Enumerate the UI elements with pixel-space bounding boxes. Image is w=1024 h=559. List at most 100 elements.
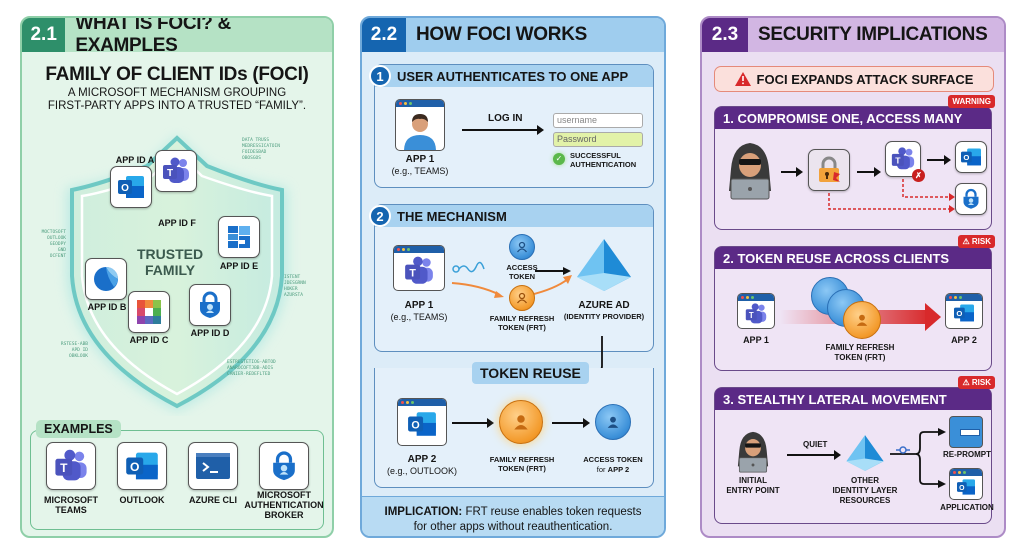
trusted-family-label: TRUSTED FAMILY	[137, 246, 203, 278]
section-number: 2.3	[702, 18, 748, 52]
label-line: MICROSOFT	[257, 490, 311, 500]
outlook-icon: O	[126, 452, 158, 480]
password-field[interactable]: Password	[553, 132, 643, 147]
azure-blue-circle-icon	[94, 267, 118, 291]
risk-badge: ⚠ RISK	[958, 235, 995, 248]
section-title: WHAT IS FOCI? & EXAMPLES	[75, 16, 231, 56]
app-id-b-tile	[85, 258, 127, 300]
deco-text: DATA TRUSS	[242, 138, 270, 143]
teams-icon: T	[55, 449, 87, 481]
frt-label: FAMILY REFRESH TOKEN (FRT)	[480, 455, 564, 473]
section-number: 2.1	[22, 18, 66, 52]
example-outlook-label: OUTLOOK	[119, 495, 165, 505]
label-line: for APP 2	[572, 465, 654, 475]
compromise-marker-icon: ✗	[912, 169, 925, 182]
app-id-d-tile	[189, 284, 231, 326]
app-id-e-label: APP ID E	[219, 261, 259, 271]
username-field[interactable]: username	[553, 113, 643, 128]
label-app: APP 2	[607, 465, 630, 474]
step-number-badge: 2	[369, 205, 391, 227]
svg-text:T: T	[167, 168, 173, 179]
label-line: INITIAL	[739, 476, 767, 485]
label-line: AUTHENTICATION	[244, 500, 324, 510]
hacker-icon	[737, 431, 769, 473]
examples-box	[30, 430, 324, 530]
warning-badge: WARNING	[948, 95, 995, 108]
user-icon	[514, 415, 528, 430]
label-line: ACCESS	[506, 263, 538, 272]
app1-window: T	[737, 293, 775, 329]
app1-teams-window: T	[393, 245, 445, 291]
arrow-icon	[857, 167, 881, 177]
step2-title: THE MECHANISM	[397, 208, 507, 224]
risk-section-compromise-one: 1. COMPROMISE ONE, ACCESS MANY WARNING T…	[714, 95, 995, 230]
deco-text: GEODPY	[49, 242, 66, 247]
foci-description: A MICROSOFT MECHANISM GROUPING FIRST-PAR…	[22, 87, 332, 113]
badge-text: RISK	[971, 237, 991, 246]
example-azure-cli-label: AZURE CLI	[189, 495, 237, 505]
deco-text: OBKLOOK	[69, 354, 88, 359]
implication-label: IMPLICATION:	[384, 506, 463, 518]
examples-title: EXAMPLES	[36, 420, 121, 438]
decorative-labels: MOCTOSOFT OUTLOOK GEODPY GND OCFENT	[34, 230, 66, 260]
decorative-labels: DATA TRUSS MEDRESSICATOIN FOIDESBAD OBOS…	[242, 138, 280, 162]
example-teams-tile: T	[46, 442, 96, 490]
svg-text:O: O	[411, 419, 419, 431]
implication-line: IMPLICATION: FRT reuse enables token req…	[362, 505, 664, 520]
teams-icon: T	[891, 147, 915, 170]
outlook-icon: O	[954, 304, 974, 322]
app-id-b-label: APP ID B	[87, 302, 127, 312]
access-token-coin-app2	[595, 404, 631, 440]
frt-coin-large	[499, 400, 543, 444]
success-line: SUCCESSFUL	[570, 151, 621, 160]
app1-sub: (e.g., TEAMS)	[391, 166, 449, 176]
prompt-field-icon	[960, 429, 980, 436]
description-line: A MICROSOFT MECHANISM GROUPING	[67, 87, 287, 99]
badge-text: RISK	[971, 378, 991, 387]
deco-text: OCFENT	[49, 254, 66, 259]
app1-label: APP 1	[404, 300, 434, 311]
label-line: TOKEN (FRT)	[834, 353, 886, 362]
azure-grid-icon	[228, 226, 250, 248]
label-line: TOKEN (FRT)	[498, 323, 546, 332]
arrow-icon	[552, 418, 590, 428]
trusted-family-line: TRUSTED	[137, 246, 204, 262]
success-message: SUCCESSFUL AUTHENTICATION	[570, 151, 636, 169]
transfer-arrow-head-icon	[925, 303, 941, 331]
app-id-c-label: APP ID C	[129, 335, 169, 345]
authenticator-lock-icon	[200, 291, 220, 318]
decorative-labels: ISTENT JDESGRNN HOKER AZURSTA	[284, 275, 306, 299]
arrow-icon	[787, 450, 841, 460]
panel-header: 2.2 HOW FOCI WORKS	[362, 18, 664, 52]
success-line: AUTHENTICATION	[570, 160, 637, 169]
svg-text:T: T	[409, 267, 416, 279]
login-arrow-label: LOG IN	[488, 113, 523, 124]
svg-text:O: O	[121, 183, 129, 194]
app1-label: APP 1	[743, 335, 769, 345]
app-id-d-label: APP ID D	[190, 328, 230, 338]
token-flow-arrows	[451, 261, 572, 298]
broken-lock-icon	[819, 156, 840, 182]
panel-header: 2.1 WHAT IS FOCI? & EXAMPLES	[22, 18, 332, 56]
step1-header: 1 USER AUTHENTICATES TO ONE APP	[369, 65, 653, 87]
outlook-icon: O	[408, 412, 436, 436]
risk-badge: ⚠ RISK	[958, 376, 995, 389]
deco-text: GND	[57, 248, 66, 253]
deco-text: CANIER-REDEFLTED	[227, 372, 271, 377]
user-icon	[516, 241, 528, 253]
step2-header: 2 THE MECHANISM	[369, 205, 653, 227]
decorative-labels: ESTREGTETIOG-ABTOD ANAROCOFTJBB-ADIS CAN…	[227, 360, 276, 378]
user-icon	[607, 416, 619, 428]
risk-section-lateral-movement: 3. STEALTHY LATERAL MOVEMENT ⚠ RISK INIT…	[714, 376, 995, 524]
app-id-c-tile	[128, 291, 170, 333]
label-line: TOKEN (FRT)	[498, 464, 546, 473]
compromised-lock-tile	[808, 149, 850, 191]
check-icon: ✓	[553, 153, 565, 165]
application-window: O	[949, 468, 983, 500]
authenticator-lock-icon	[963, 188, 979, 209]
panel-how-foci-works: 2.2 HOW FOCI WORKS 1 USER AUTHENTICATES …	[360, 16, 666, 538]
application-label: APPLICATION	[940, 503, 994, 512]
label-line: FAMILY REFRESH	[489, 314, 555, 323]
example-azure-cli-tile	[188, 442, 238, 490]
frt-coin	[509, 285, 535, 311]
